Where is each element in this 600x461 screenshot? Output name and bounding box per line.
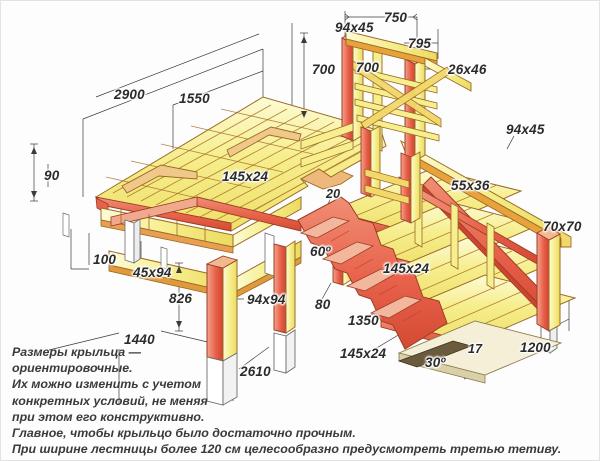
dim-145x24-c: 145x24 <box>340 346 387 361</box>
dim-60deg: 60º <box>310 244 331 259</box>
dim-700-b: 700 <box>356 60 380 75</box>
note-line-6: Главное, чтобы крыльцо было достаточно п… <box>12 426 356 441</box>
dim-55x36: 55x36 <box>451 178 490 193</box>
note-line-1: Размеры крыльца — <box>12 345 142 359</box>
dim-90: 90 <box>44 168 60 183</box>
dim-94x94: 94x94 <box>247 292 286 307</box>
dim-26x46: 26x46 <box>448 62 487 77</box>
dim-17: 17 <box>468 342 483 356</box>
note-line-7: При ширине лестницы более 120 см целесоо… <box>12 442 562 457</box>
top-railing-frame <box>300 30 472 224</box>
dim-826: 826 <box>169 291 193 306</box>
dim-70x70: 70x70 <box>543 219 582 234</box>
note-line-2: ориентировочные. <box>12 361 133 376</box>
dim-1200: 1200 <box>520 340 551 355</box>
dim-1440: 1440 <box>124 332 155 347</box>
dim-45x94: 45x94 <box>133 265 172 280</box>
dim-795: 795 <box>408 36 432 51</box>
dim-100: 100 <box>93 252 117 267</box>
dim-700-a: 700 <box>312 62 336 77</box>
dim-2900: 2900 <box>114 87 145 102</box>
dim-94x45-b: 94x45 <box>506 122 545 137</box>
note-line-3: Их можно изменить с учетом <box>12 377 202 392</box>
dim-145x24-b: 145x24 <box>383 261 430 276</box>
stair-stringer-left <box>297 196 448 350</box>
dim-750: 750 <box>384 10 408 25</box>
note-block: Размеры крыльца — ориентировочные.Их можн… <box>12 344 590 457</box>
deck-joists <box>120 208 206 241</box>
deck-planks <box>95 96 387 232</box>
dim-1550: 1550 <box>179 91 210 106</box>
dim-30deg: 30º <box>425 355 446 370</box>
dim-20: 20 <box>326 187 341 201</box>
dim-2610: 2610 <box>240 364 271 379</box>
dim-80: 80 <box>315 297 331 312</box>
note-line-5: при этом его конструктивно. <box>12 409 205 424</box>
dimension-arrows <box>31 36 307 328</box>
dim-145x24-a: 145x24 <box>222 169 269 184</box>
note-line-4: конкретных условий, не меняя <box>12 393 208 408</box>
dim-1350: 1350 <box>348 313 379 328</box>
dim-94x45-a: 94x45 <box>335 20 374 35</box>
